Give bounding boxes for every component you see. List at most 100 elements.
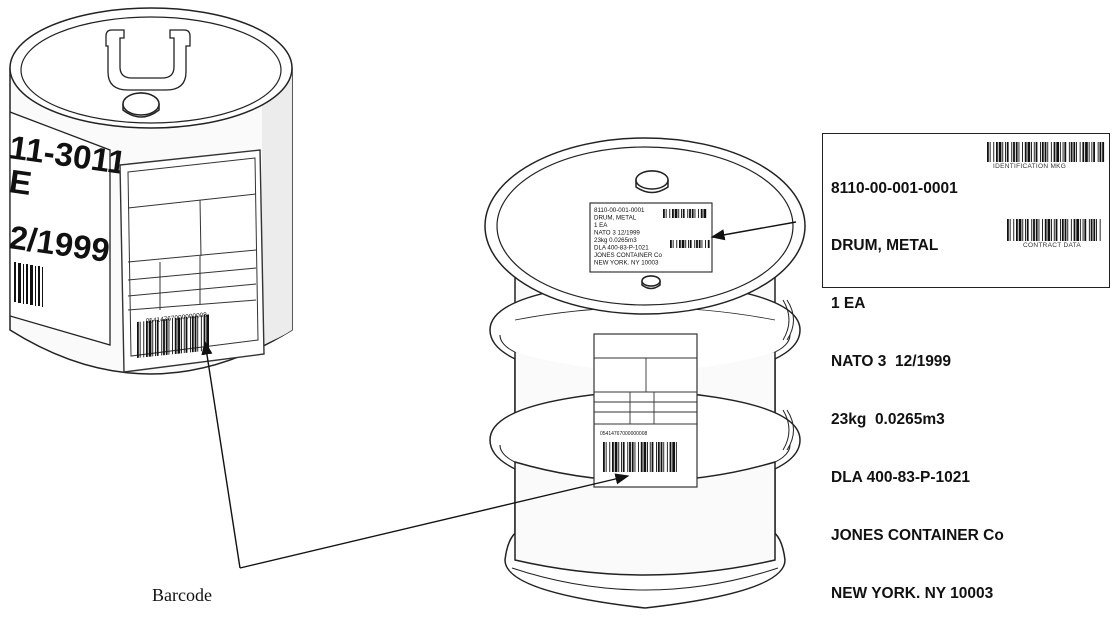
drum-label-line: DLA 400-83-P-1021 [594,245,649,252]
barcode-arrow-left [205,342,240,568]
barcode-bar [137,322,139,358]
barcode-bar [1002,142,1003,162]
label-line-address: NEW YORK. NY 10003 [831,584,1004,603]
barcode-bar [1045,219,1047,241]
barcode-bar [685,240,686,248]
barcode-bar [1093,219,1095,241]
barcode-bar [1082,142,1084,162]
barcode-bar [1064,142,1066,162]
barcode-bar [1042,142,1044,162]
barcode-bar [663,442,664,472]
barcode-bar [206,314,209,350]
barcode-bar [1074,219,1076,241]
barcode-bar [1071,142,1073,162]
barcode-bar [1067,219,1068,241]
barcode-bar [629,442,631,472]
barcode-bar [1060,142,1061,162]
barcode-bar [1085,142,1088,162]
barcode-bar [678,209,679,218]
barcode-bar [1013,142,1015,162]
drum-label-line: DRUM, METAL [594,215,637,222]
barcode-bar [1056,142,1059,162]
barcode-bar [999,142,1002,162]
barcode-bar [652,442,654,472]
barcode-bar [1045,142,1047,162]
barcode-bar [1025,219,1026,241]
barcode-bar [1073,142,1075,162]
barcode-bar [172,318,173,354]
barcode-bar [169,319,170,355]
enlarged-label: 8110-00-001-0001 DRUM, METAL 1 EA NATO 3… [822,133,1110,288]
barcode-bar [672,209,674,218]
barcode-bar [1083,219,1084,241]
barcode-bar [1031,142,1032,162]
drum-top-label: 8110-00-001-0001 DRUM, METAL 1 EA NATO 3… [590,203,712,272]
barcode-bar [670,442,672,472]
barcode-bar [1071,219,1072,241]
barcode-bar [687,209,688,218]
barcode-bar [641,442,643,472]
barcode-bar [647,442,648,472]
barcode-bar [618,442,619,472]
barcode-bar [621,442,622,472]
barcode-bar [1051,219,1052,241]
barcode-bar [679,240,681,248]
barcode-bar [1084,219,1086,241]
barcode-bar [705,240,706,248]
barcode-bar [1036,219,1038,241]
barcode-bar [161,319,162,355]
barcode-bar [1062,219,1064,241]
barcode-bar [987,142,989,162]
barcode-bar [704,209,707,218]
barcode-bar [699,240,701,248]
barcode-bar [1007,142,1009,162]
barcode-bar [996,142,998,162]
barcode-bar [1098,142,1099,162]
barcode-bar [1047,142,1048,162]
barcode-bar [676,442,677,472]
barcode-bar [1028,142,1031,162]
barcode-bar [149,320,152,356]
barcode-bar [1063,142,1064,162]
contract-caption: CONTRACT DATA [1023,242,1081,249]
identification-caption: IDENTIFICATION MKG [993,163,1066,170]
barcode-bar [192,316,194,352]
barcode-bar [1034,142,1035,162]
barcode-bar [157,320,159,356]
barcode-bar [1100,219,1101,241]
barcode-bar [166,319,168,355]
barcode-bar [1031,219,1032,241]
barcode-bar [1016,142,1018,162]
barcode-bar [627,442,628,472]
barcode-bar [1065,219,1067,241]
barcode-bar [1022,142,1023,162]
barcode-bar [1091,219,1093,241]
barcode-bar [1089,142,1090,162]
barcode-bar [1102,142,1104,162]
barcode-bar [1076,142,1077,162]
barcode-bar [1093,142,1095,162]
identification-barcode [987,142,1105,162]
barcode-bar [690,240,692,248]
barcode-bar [603,442,605,472]
barcode-bar [702,240,703,248]
barcode-bar [175,318,177,354]
drum-label-line: NEW YORK. NY 10003 [594,260,659,267]
barcode-bar [1010,219,1011,241]
barcode-bar [184,317,185,353]
barcode-bar [1080,142,1081,162]
barcode-bar [635,442,636,472]
barcode-bar [178,317,181,353]
barcode-bar [155,320,156,356]
barcode-bar [181,317,182,353]
barcode-bar [186,317,188,353]
barcode-bar [1054,142,1056,162]
barcode-bar [667,442,668,472]
barcode-bar [673,240,674,248]
small-can-side-label: 11-3011 E 2/1999 [7,112,128,345]
barcode-bar [688,240,689,248]
barcode-bar [638,442,639,472]
barcode-bar [1011,142,1012,162]
barcode-bar [1016,219,1018,241]
barcode-bar [1056,219,1058,241]
